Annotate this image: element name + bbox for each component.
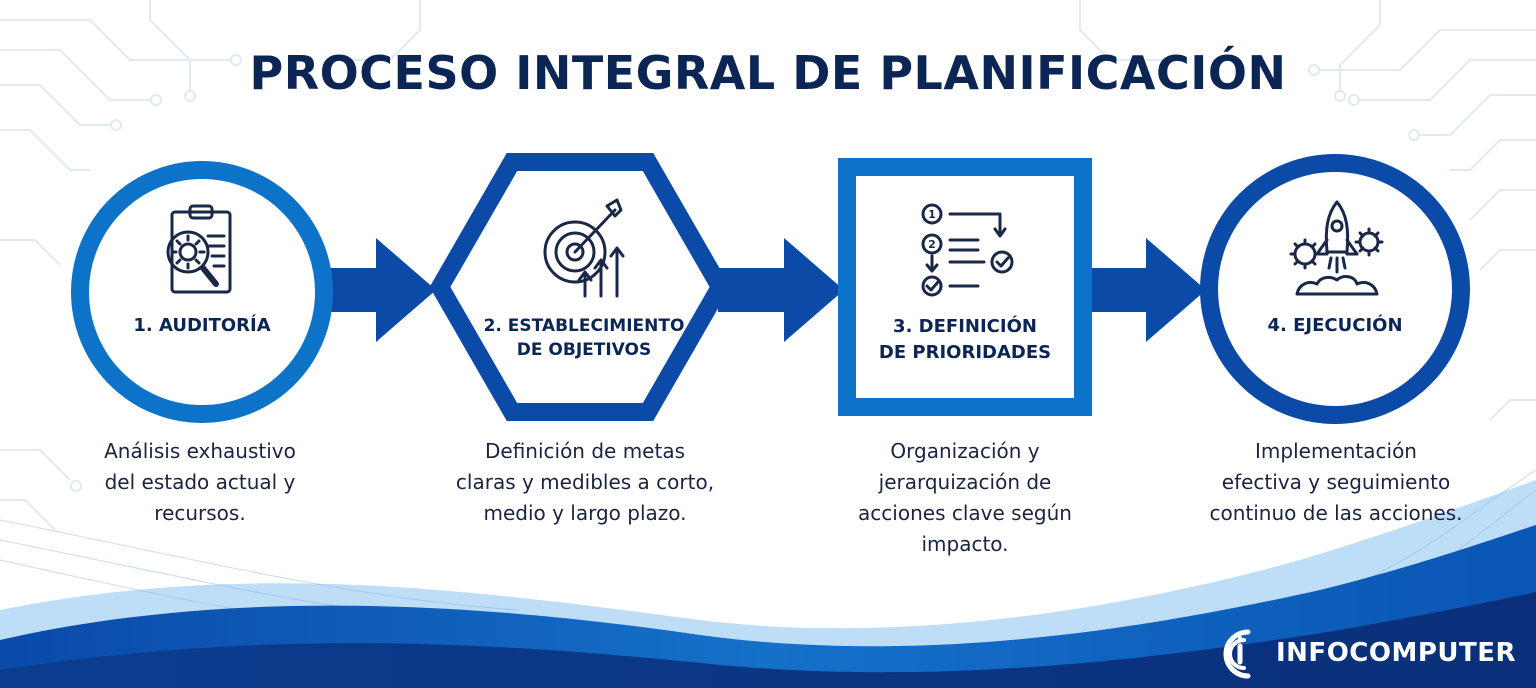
step-2-label-line1: 2. ESTABLECIMIENTO: [483, 316, 685, 336]
step-3-desc-line: impacto.: [921, 532, 1009, 556]
step-3-label: 3. DEFINICIÓN DE PRIORIDADES: [856, 314, 1074, 366]
page-title: PROCESO INTEGRAL DE PLANIFICACIÓN: [249, 46, 1287, 100]
step-3-desc-line: acciones clave según: [858, 501, 1072, 525]
numbered-checklist-icon: 1 2: [921, 203, 1014, 297]
step-1-desc-line: del estado actual y: [104, 470, 296, 494]
step-3-label-line1: 3. DEFINICIÓN: [893, 316, 1037, 337]
arrow-1-to-2: [318, 238, 436, 342]
step-1-description: Análisis exhaustivo del estado actual y …: [60, 436, 340, 529]
infocomputer-logo-icon: [1223, 629, 1251, 679]
step-3-desc-line: Organización y: [890, 439, 1040, 463]
step-3-desc-line: jerarquización de: [878, 470, 1052, 494]
step-2-desc-line: medio y largo plazo.: [483, 501, 687, 525]
step-2-desc-line: claras y medibles a corto,: [455, 470, 715, 494]
step-4-circle: [1200, 154, 1470, 424]
step-3-label-line2: DE PRIORIDADES: [878, 342, 1052, 363]
step-4-label-line1: 4. EJECUCIÓN: [1267, 315, 1403, 336]
svg-text:2: 2: [928, 238, 936, 251]
brand-name: INFOCOMPUTER: [1276, 638, 1517, 668]
step-1-label-line1: 1. AUDITORÍA: [133, 315, 271, 336]
svg-text:1: 1: [928, 208, 936, 221]
step-2-hexagon: [430, 153, 730, 421]
arrow-2-to-3: [718, 238, 844, 342]
step-2-description: Definición de metas claras y medibles a …: [420, 436, 750, 529]
step-4-description: Implementación efectiva y seguimiento co…: [1176, 436, 1496, 529]
step-4-desc-line: continuo de las acciones.: [1209, 501, 1463, 525]
step-2-label: 2. ESTABLECIMIENTO DE OBJETIVOS: [468, 314, 700, 362]
clipboard-gear-magnifier-icon: [166, 204, 232, 294]
step-1-label: 1. AUDITORÍA: [80, 314, 324, 338]
target-arrow-growth-icon: [543, 198, 625, 298]
step-3-description: Organización y jerarquización de accione…: [820, 436, 1110, 560]
step-4-label: 4. EJECUCIÓN: [1210, 314, 1460, 338]
arrow-3-to-4: [1088, 238, 1206, 342]
step-4-desc-line: Implementación: [1255, 439, 1417, 463]
step-1-desc-line: Análisis exhaustivo: [104, 439, 296, 463]
step-2-label-line2: DE OBJETIVOS: [516, 340, 652, 360]
rocket-gears-icon: [1289, 200, 1384, 296]
step-1-desc-line: recursos.: [154, 501, 246, 525]
step-4-desc-line: efectiva y seguimiento: [1221, 470, 1451, 494]
step-2-desc-line: Definición de metas: [484, 439, 686, 463]
